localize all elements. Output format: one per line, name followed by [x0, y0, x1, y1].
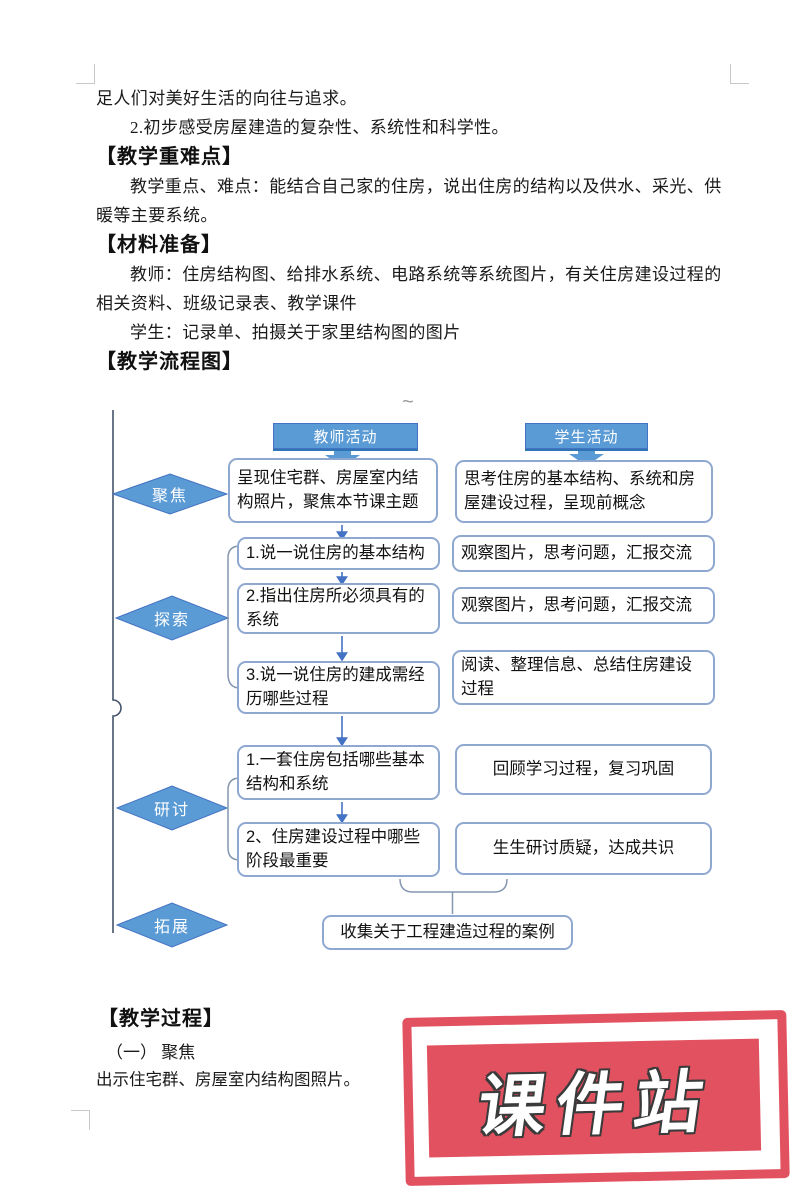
stage-diamond-discuss — [115, 785, 229, 831]
down-arrow-icon — [336, 576, 348, 586]
student-step-discuss-2: 生生研讨质疑，达成共识 — [455, 822, 712, 875]
teacher-step-discuss-2: 2、住房建设过程中哪些阶段最重要 — [237, 822, 440, 877]
down-arrow-icon — [336, 652, 348, 662]
stage-label-focus: 聚焦 — [151, 488, 188, 505]
flowchart-connectors — [111, 410, 604, 948]
student-header-arrow-icon — [569, 449, 604, 466]
teacher-step-discuss-1: 1.一套住房包括哪些基本结构和系统 — [237, 745, 440, 800]
page-margin-mark-top-right — [730, 64, 749, 84]
merge-underbrace — [399, 878, 508, 893]
teacher-step-explore-2: 2.指出住房所必须具有的系统 — [237, 583, 440, 634]
stage-label-extend: 拓展 — [153, 919, 190, 936]
student-step-discuss-1: 回顾学习过程，复习巩固 — [455, 744, 712, 795]
teacher-step-explore-1: 1.说一说住房的基本结构 — [237, 537, 440, 570]
teacher-step-focus: 呈现住宅群、房屋室内结构照片，聚焦本节课主题 — [228, 458, 438, 523]
explore-group-bracket — [227, 545, 241, 689]
stage-label-explore: 探索 — [153, 612, 190, 629]
teacher-activity-header: 教师活动 — [273, 423, 418, 449]
section-heading-materials: 【材料准备】 — [96, 234, 222, 256]
discuss-group-bracket — [227, 777, 241, 861]
intro-continuation-line: 足人们对美好生活的向往与追求。 — [96, 89, 357, 108]
stage-label-discuss: 研讨 — [153, 802, 190, 819]
stamp-text: 课件站 — [472, 1063, 718, 1146]
section-heading-flowchart: 【教学流程图】 — [96, 351, 243, 373]
flow-arrows — [336, 525, 348, 824]
section-heading-process: 【教学过程】 — [98, 1008, 224, 1030]
teaching-flowchart: ~ — [0, 392, 800, 992]
stage-diamond-extend — [115, 902, 229, 948]
extend-collect-box: 收集关于工程建造过程的案例 — [322, 915, 573, 950]
down-arrow-icon — [336, 737, 348, 747]
student-activity-header: 学生活动 — [525, 423, 648, 449]
stamp-inner-panel: 课件站 — [426, 1038, 762, 1158]
student-step-explore-1: 观察图片，思考问题，汇报交流 — [452, 535, 715, 572]
process-step-focus: （一） 聚焦 — [106, 1043, 196, 1062]
key-points-body: 教学重点、难点：能结合自己家的住房，说出住房的结构以及供水、采光、供暖等主要系统… — [96, 177, 722, 225]
stage-spine-line — [112, 410, 122, 933]
teacher-step-explore-3: 3.说一说住房的建成需经历哪些过程 — [237, 661, 440, 714]
student-step-focus: 思考住房的基本结构、系统和房屋建设过程，呈现前概念 — [455, 460, 713, 523]
stray-tilde-mark: ~ — [402, 391, 414, 413]
page-margin-mark-top-left — [76, 64, 95, 84]
document-body: 足人们对美好生活的向往与追求。 2.初步感受房屋建造的复杂性、系统性和科学性。 … — [96, 84, 732, 377]
down-arrow-icon — [336, 531, 348, 541]
process-step-body: 出示住宅群、房屋室内结构图照片。 — [96, 1070, 360, 1089]
page-margin-mark-bottom-left — [71, 1110, 90, 1130]
kejianzhan-watermark-stamp: 课件站 — [402, 1009, 790, 1187]
materials-teacher-line: 教师：住房结构图、给排水系统、电路系统等系统图片，有关住房建设过程的相关资料、班… — [96, 265, 722, 313]
student-step-explore-2: 观察图片，思考问题，汇报交流 — [452, 587, 715, 624]
intro-goal-2: 2.初步感受房屋建造的复杂性、系统性和科学性。 — [130, 118, 509, 137]
student-step-explore-3: 阅读、整理信息、总结住房建设过程 — [452, 650, 715, 705]
down-arrow-icon — [336, 814, 348, 824]
section-heading-key-points: 【教学重难点】 — [96, 146, 243, 168]
materials-student-line: 学生：记录单、拍摄关于家里结构图的图片 — [130, 323, 461, 342]
stage-diamond-focus — [111, 473, 229, 515]
